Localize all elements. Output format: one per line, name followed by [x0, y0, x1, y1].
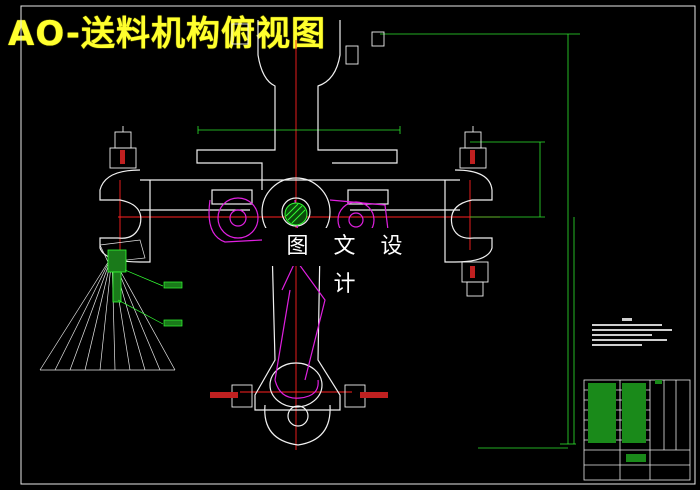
bolt-heads: [120, 150, 475, 398]
spray-fan: [39, 239, 176, 371]
leader-lines: [117, 269, 183, 327]
technical-notes: [592, 318, 672, 346]
title-block-fill: [588, 380, 662, 462]
drawing-frame: [20, 5, 696, 485]
drawing-title: AO-送料机构俯视图: [8, 14, 326, 54]
bore-hatch: [284, 202, 308, 226]
dimension-lines: [197, 33, 580, 449]
watermark-text: 图 文 设 计: [264, 228, 434, 297]
spray-nozzle: [107, 249, 127, 303]
